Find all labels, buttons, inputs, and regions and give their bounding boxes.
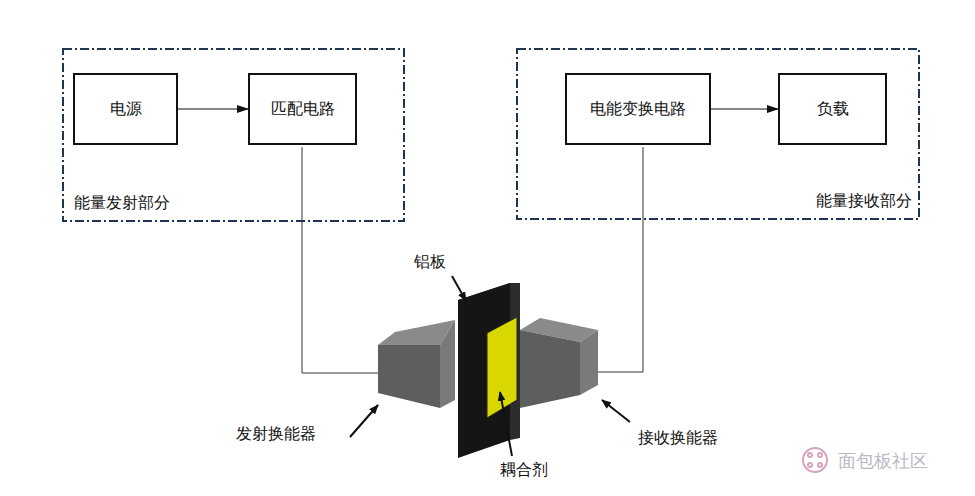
leader-arrow: [602, 400, 630, 422]
wire: [302, 147, 378, 373]
transmit-transducer: [378, 320, 455, 408]
arrow-connector: [711, 109, 778, 110]
watermark: 面包板社区: [838, 449, 928, 473]
arrow-connector: [178, 109, 248, 110]
leader-arrow: [500, 392, 512, 456]
process-box: 电能变换电路: [565, 73, 711, 145]
process-box: 电源: [73, 73, 178, 145]
wire: [597, 147, 643, 372]
box-label: 电能变换电路: [586, 99, 690, 120]
group-label: 能量发射部分: [74, 193, 170, 214]
process-box: 匹配电路: [248, 73, 357, 145]
process-box: 负载: [778, 73, 887, 145]
part-label: 耦合剂: [500, 460, 548, 481]
receive-transducer: [520, 318, 598, 408]
group-frame: 能量发射部分 电源 匹配电路: [62, 48, 405, 222]
box-label: 电源: [106, 99, 146, 120]
part-label: 铝板: [414, 252, 446, 273]
watermark-icon: [803, 448, 827, 472]
group-label: 能量接收部分: [816, 191, 912, 212]
aluminum-plate: [458, 283, 520, 458]
part-label: 发射换能器: [236, 424, 316, 445]
part-label: 接收换能器: [638, 428, 718, 449]
box-label: 匹配电路: [267, 99, 339, 120]
box-label: 负载: [813, 99, 853, 120]
leader-arrow: [452, 276, 466, 301]
group-frame: 能量接收部分 电能变换电路 负载: [516, 48, 920, 220]
leader-arrow: [350, 405, 378, 437]
